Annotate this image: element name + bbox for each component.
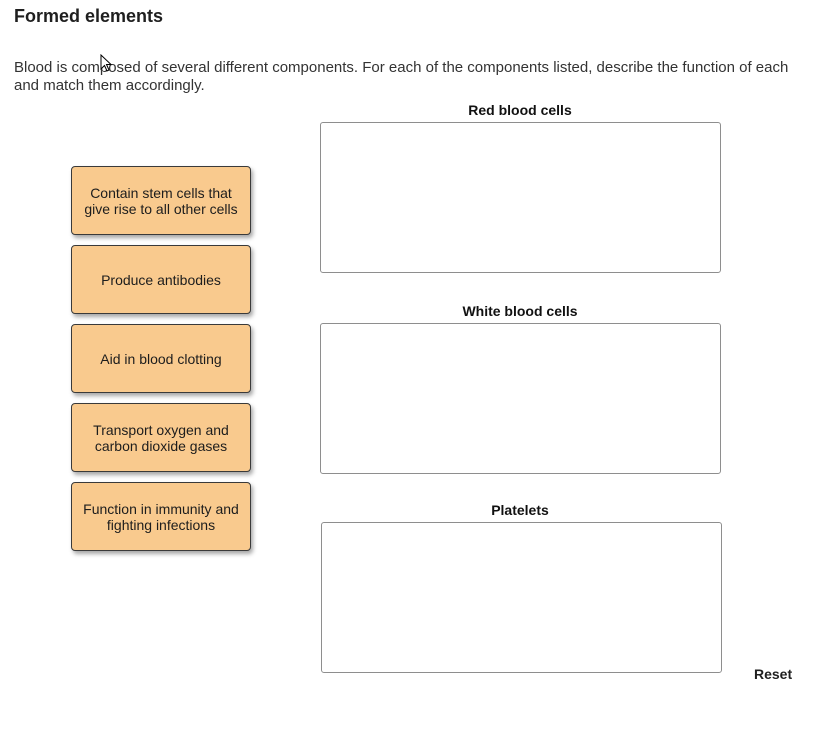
drag-card-label: Produce antibodies <box>101 271 221 288</box>
zone-label-white-blood-cells: White blood cells <box>462 303 578 319</box>
instructions-text: Blood is composed of several different c… <box>14 59 789 94</box>
mouse-pointer-icon <box>100 54 112 72</box>
drag-card-clotting[interactable]: Aid in blood clotting <box>71 324 251 393</box>
drop-zone-platelets[interactable] <box>321 522 722 673</box>
reset-button[interactable]: Reset <box>748 664 798 684</box>
drag-card-label: Transport oxygen and carbon dioxide gase… <box>93 421 229 454</box>
drag-card-label: Function in immunity and fighting infect… <box>83 500 239 533</box>
drag-card-gas-transport[interactable]: Transport oxygen and carbon dioxide gase… <box>71 403 251 472</box>
drag-card-immunity[interactable]: Function in immunity and fighting infect… <box>71 482 251 551</box>
drop-zone-red-blood-cells[interactable] <box>320 122 721 273</box>
drag-card-stem-cells[interactable]: Contain stem cells that give rise to all… <box>71 166 251 235</box>
page-title: Formed elements <box>14 6 164 26</box>
drag-card-antibodies[interactable]: Produce antibodies <box>71 245 251 314</box>
drop-zone-white-blood-cells[interactable] <box>320 323 721 474</box>
zone-label-red-blood-cells: Red blood cells <box>468 102 572 118</box>
drag-card-label: Aid in blood clotting <box>100 350 222 367</box>
drag-card-label: Contain stem cells that give rise to all… <box>84 184 238 217</box>
zone-label-platelets: Platelets <box>491 502 549 518</box>
